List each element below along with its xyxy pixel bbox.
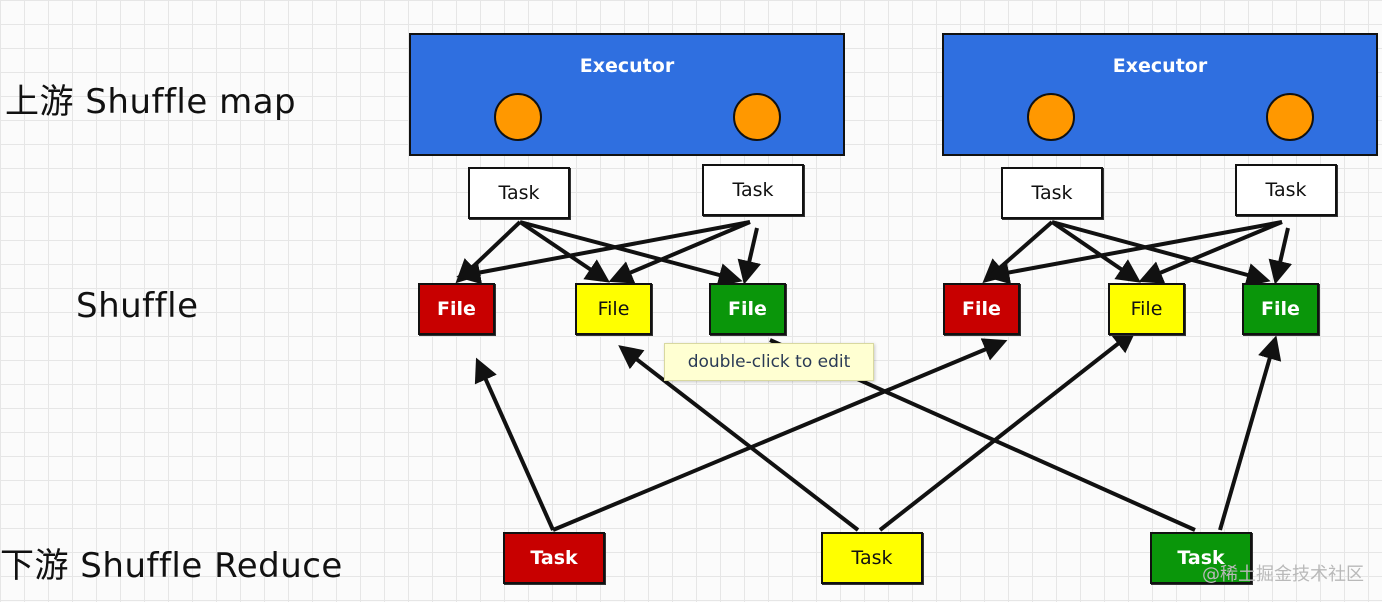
- arrow-reduce2-file5: [878, 329, 1137, 532]
- arrow-reduce2-file2: [618, 345, 860, 532]
- downstream-label: 下游 Shuffle Reduce: [0, 546, 343, 586]
- arrow-map1a-file2: [518, 220, 610, 283]
- arrow-map1b-file3: [737, 227, 762, 285]
- arrow-map1b-file1: [456, 220, 751, 285]
- core-icon: [1266, 93, 1314, 141]
- executor-title: Executor: [1112, 55, 1208, 77]
- upstream-label: 上游 Shuffle map: [5, 82, 297, 122]
- arrow-map2b-file4: [985, 220, 1283, 285]
- file-yellow-2[interactable]: File: [1108, 283, 1185, 335]
- arrow-reduce3-file6: [1218, 335, 1282, 531]
- map-task-1a[interactable]: Task: [468, 167, 570, 219]
- executor-title: Executor: [579, 55, 675, 77]
- arrow-map2b-file5: [1138, 220, 1283, 284]
- executor-1[interactable]: Executor: [409, 33, 845, 156]
- shuffle-label: Shuffle: [76, 286, 199, 326]
- file-green-2[interactable]: File: [1242, 283, 1319, 335]
- arrow-reduce1-file1: [474, 357, 555, 531]
- arrow-reduce1-file4: [552, 338, 1008, 532]
- core-icon: [733, 93, 781, 141]
- arrow-map2a-file6: [1051, 220, 1271, 287]
- arrow-map1a-file3: [519, 220, 743, 287]
- reduce-task-red[interactable]: Task: [503, 532, 605, 584]
- file-yellow-1[interactable]: File: [575, 283, 652, 335]
- executor-2[interactable]: Executor: [942, 33, 1378, 156]
- reduce-task-yellow[interactable]: Task: [821, 532, 923, 584]
- map-task-2b[interactable]: Task: [1235, 164, 1337, 216]
- arrow-map2b-file6: [1268, 227, 1293, 285]
- arrow-map2a-file5: [1050, 220, 1141, 283]
- map-task-2a[interactable]: Task: [1001, 167, 1103, 219]
- edit-tooltip: double-click to edit: [664, 343, 874, 381]
- arrow-map1b-file2: [608, 220, 751, 284]
- reduce-task-green[interactable]: Task: [1150, 532, 1252, 584]
- file-red-1[interactable]: File: [418, 283, 495, 335]
- file-red-2[interactable]: File: [943, 283, 1020, 335]
- core-icon: [1027, 93, 1075, 141]
- map-task-1b[interactable]: Task: [702, 164, 804, 216]
- watermark: @稀土掘金技术社区: [1202, 564, 1364, 585]
- core-icon: [494, 93, 542, 141]
- file-green-1[interactable]: File: [709, 283, 786, 335]
